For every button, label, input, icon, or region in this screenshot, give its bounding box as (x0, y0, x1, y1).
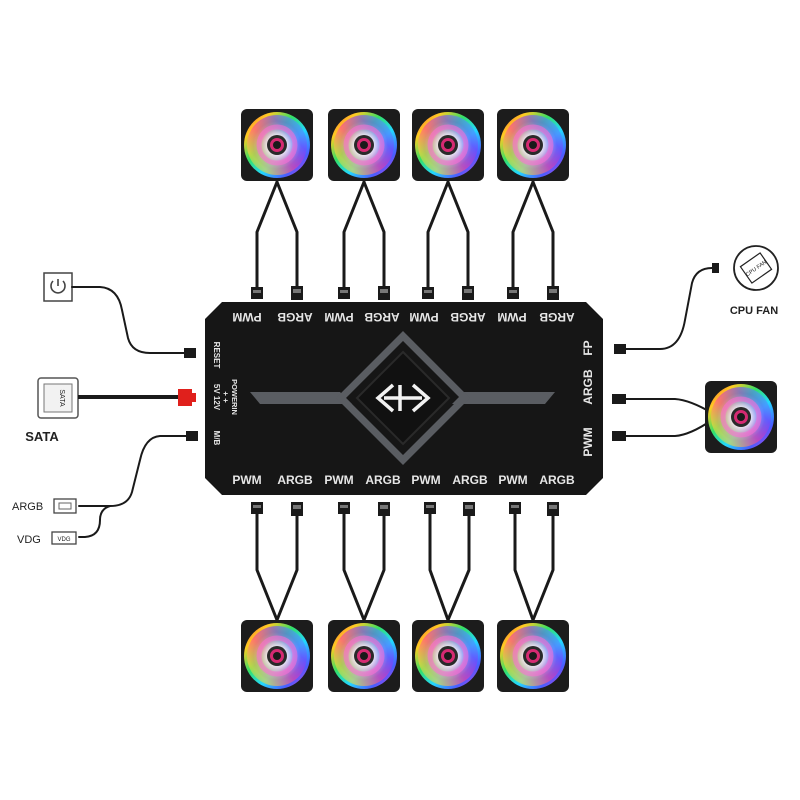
bottom-port-label: ARGB (539, 473, 575, 487)
sata-connector-icon: SATA (37, 377, 79, 419)
sata-power-plug (178, 389, 192, 406)
power-button-icon (43, 272, 73, 302)
argb-fan-icon (328, 620, 400, 692)
argb-fan-icon (328, 109, 400, 181)
connectors-bottom (251, 502, 559, 516)
hub-right-labels: FP ARGB PWM (581, 340, 595, 456)
hub-left-labels: RESET POWERIN + + 5V 12V M/B (212, 342, 239, 446)
argb-fan-icon (412, 620, 484, 692)
power-polarity-label: + + (221, 391, 230, 403)
hub-bottom-port-labels: PWM ARGB PWM ARGB PWM ARGB PWM ARGB (232, 473, 575, 487)
argb-fan-icon (705, 381, 777, 453)
hub-accent-left (250, 392, 352, 404)
hub-accent-right (452, 392, 555, 404)
argb-port-label: ARGB (581, 369, 595, 405)
top-port-label: ARGB (539, 310, 575, 324)
argb-fan-icon (497, 620, 569, 692)
cpu-fan-label: CPU FAN (730, 305, 778, 317)
left-side-connections: SATA SATA ARGB VDG VDG (12, 272, 198, 546)
bottom-port-label: ARGB (277, 473, 313, 487)
top-port-label: PWM (497, 310, 526, 324)
power-in-label: POWERIN (230, 379, 239, 415)
argb-fan-icon (241, 109, 313, 181)
argb-connector-icon (53, 498, 77, 514)
fan-wires-bottom (255, 510, 555, 622)
right-side-connections: CPU FAN CPU FAN (612, 245, 779, 453)
top-port-label: PWM (409, 310, 438, 324)
top-port-label: ARGB (277, 310, 313, 324)
fan-hub: PWM ARGB PWM ARGB PWM ARGB PWM ARGB PWM … (205, 302, 603, 495)
bottom-port-label: PWM (232, 473, 261, 487)
top-port-label: ARGB (364, 310, 400, 324)
fan-wires-top (255, 180, 555, 290)
bottom-port-label: PWM (324, 473, 353, 487)
argb-label: ARGB (12, 501, 43, 513)
top-port-label: PWM (232, 310, 261, 324)
power-voltage-label: 5V 12V (212, 384, 221, 411)
bottom-port-label: ARGB (365, 473, 401, 487)
fp-port-label: FP (581, 340, 595, 355)
vdg-connector-text: VDG (57, 537, 70, 543)
pwm-port-label: PWM (581, 427, 595, 456)
top-fan-group (241, 109, 569, 300)
bottom-port-label: PWM (411, 473, 440, 487)
reset-port-label: RESET (212, 342, 221, 369)
argb-fan-icon (497, 109, 569, 181)
hub-top-port-labels: PWM ARGB PWM ARGB PWM ARGB PWM ARGB (232, 310, 574, 324)
connectors-top (251, 286, 559, 300)
sata-label: SATA (25, 429, 59, 444)
hub-logo-icon (336, 331, 470, 465)
bottom-port-label: PWM (498, 473, 527, 487)
vdg-label: VDG (17, 534, 41, 546)
bottom-fan-group (241, 502, 569, 692)
top-port-label: PWM (324, 310, 353, 324)
argb-fan-icon (241, 620, 313, 692)
argb-fan-icon (412, 109, 484, 181)
top-port-label: ARGB (450, 310, 486, 324)
bottom-port-label: ARGB (452, 473, 488, 487)
cpu-fan-icon: CPU FAN (733, 245, 779, 291)
sata-connector-text: SATA (58, 389, 65, 407)
vdg-connector-icon: VDG (51, 531, 77, 545)
mb-port-label: M/B (212, 431, 221, 446)
